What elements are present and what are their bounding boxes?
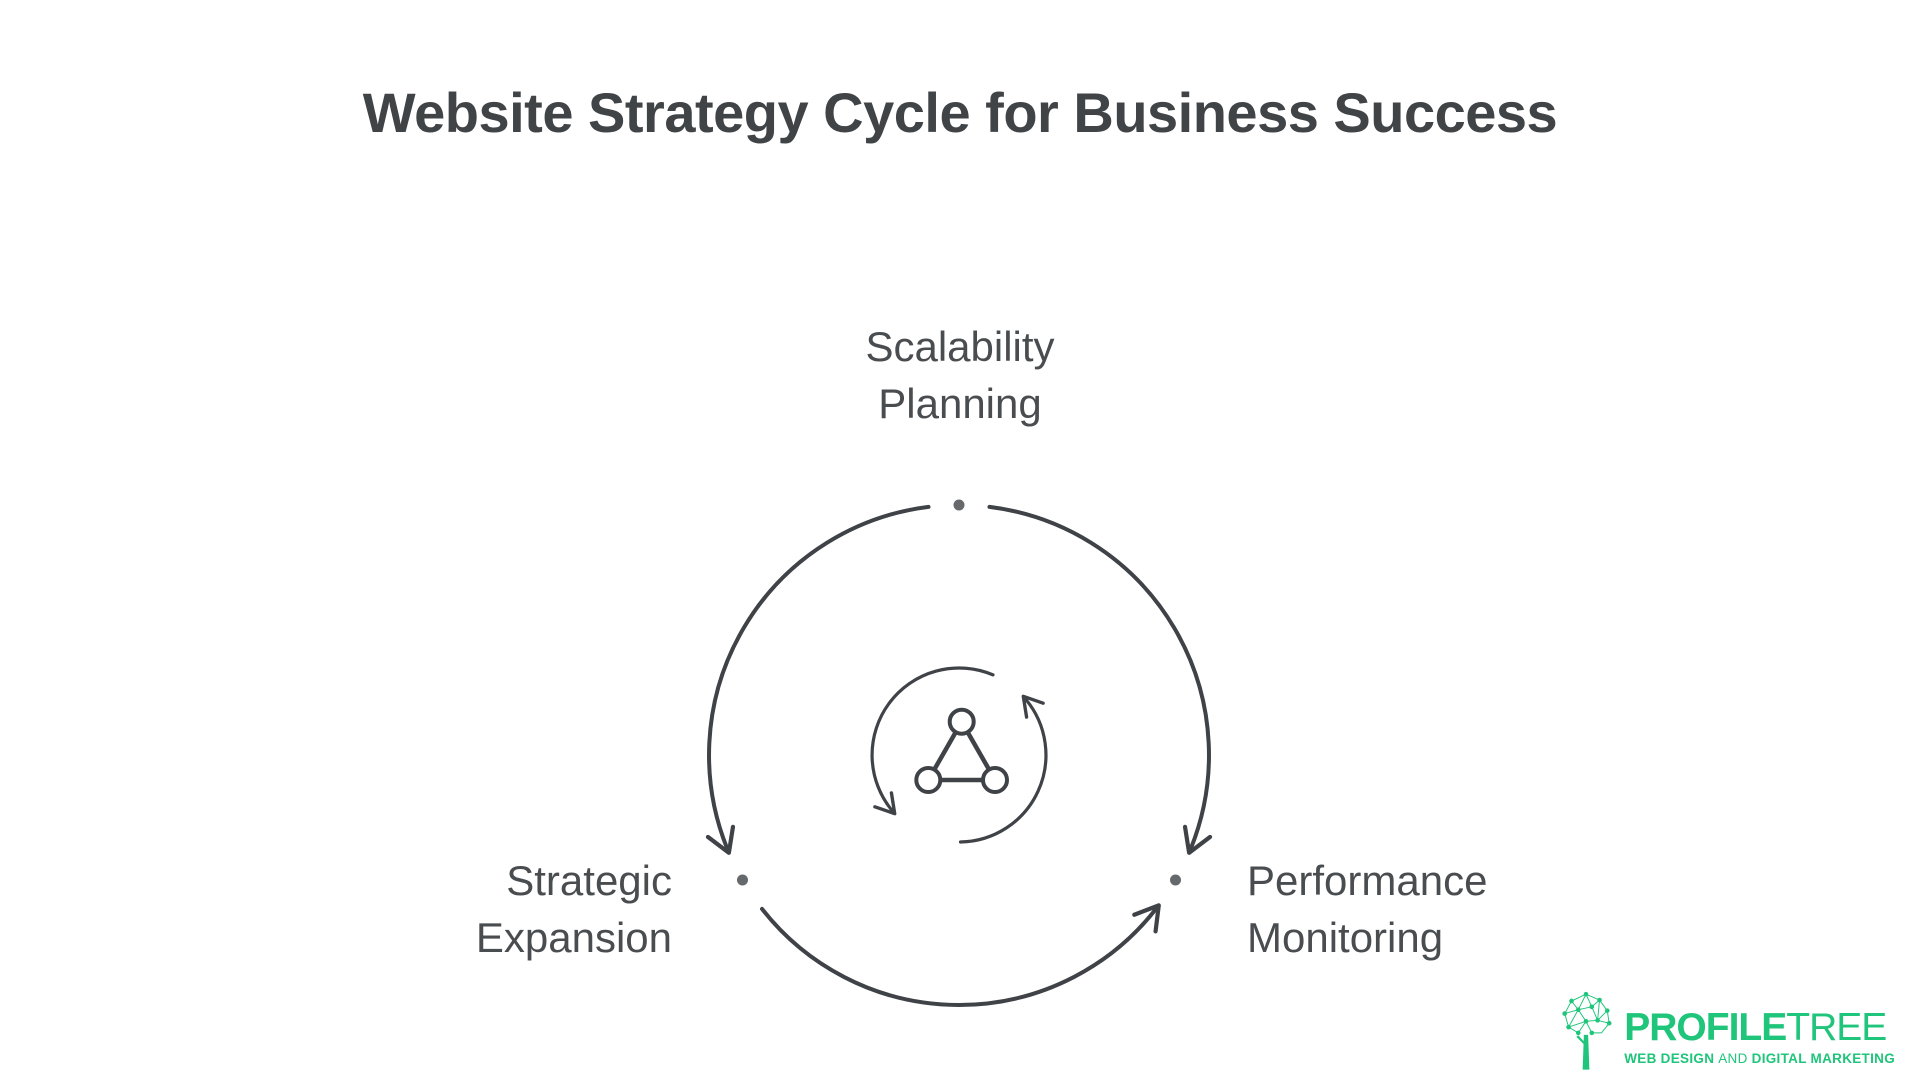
sync-network-icon [870, 666, 1048, 844]
logo-tagline-part: WEB DESIGN [1624, 1051, 1715, 1066]
cycle-diagram [705, 499, 1213, 1007]
page-title: Website Strategy Cycle for Business Succ… [362, 81, 1558, 144]
node-dot-top [953, 499, 965, 511]
network-tree-icon [1562, 991, 1612, 1070]
logo-wordmark: PROFILETREE [1624, 1006, 1887, 1049]
node-label-line: Expansion [475, 914, 672, 962]
node-dot-bottom-left [737, 874, 748, 886]
logo-wordmark-secondary: TREE [1786, 1006, 1887, 1049]
sync-arrow-left [870, 666, 995, 816]
arc-bottom-left-to-bottom-right [760, 903, 1161, 1007]
node-label-line: Strategic [506, 857, 672, 904]
node-dot-bottom-right [1170, 874, 1181, 886]
node-label-strategic-expansion: Strategic Expansion [252, 852, 672, 966]
node-label-line: Planning [878, 380, 1042, 428]
node-label-scalability-planning: Scalability Planning [0, 318, 1920, 432]
triangle-network-glyph [914, 707, 1009, 794]
logo-tagline-part: AND [1718, 1051, 1748, 1066]
node-label-line: Monitoring [1247, 914, 1444, 962]
node-label-performance-monitoring: Performance Monitoring [1247, 852, 1707, 966]
arc-top-to-bottom-right [987, 504, 1213, 855]
sync-arrow-right [958, 694, 1048, 844]
node-label-line: Scalability [865, 323, 1055, 370]
node-label-line: Performance [1247, 857, 1488, 904]
logo-tagline-part: DIGITAL MARKETING [1751, 1051, 1895, 1066]
arc-top-to-bottom-left [705, 504, 931, 855]
logo-wordmark-primary: PROFILE [1624, 1006, 1787, 1049]
